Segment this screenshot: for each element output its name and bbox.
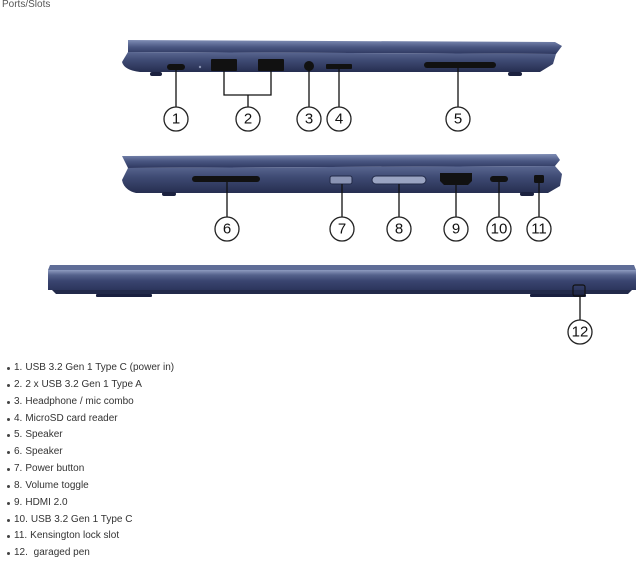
garaged-pen-slot xyxy=(572,284,586,297)
port-label: MicroSD card reader xyxy=(25,412,118,424)
port-list-item: 2.2 x USB 3.2 Gen 1 Type A xyxy=(6,377,174,394)
port-index: 1. xyxy=(14,362,23,373)
callout-1: 1 xyxy=(163,106,189,132)
left-foot-front xyxy=(150,72,162,76)
port-label: garaged pen xyxy=(30,547,90,559)
port-label: USB 3.2 Gen 1 Type C xyxy=(30,513,133,525)
port-label: Speaker xyxy=(25,429,63,441)
headphone-jack xyxy=(304,61,314,71)
port-label: Kensington lock slot xyxy=(30,530,120,542)
callout-11: 11 xyxy=(526,216,552,242)
microsd-slot xyxy=(326,64,352,69)
callout-3-number: 3 xyxy=(305,111,313,128)
callout-12-number: 12 xyxy=(572,324,589,341)
callout-12: 12 xyxy=(567,319,593,345)
usb-c-power-port xyxy=(167,64,185,70)
callout-4-number: 4 xyxy=(335,111,343,128)
callout-8-number: 8 xyxy=(395,221,403,238)
left-side-view xyxy=(122,40,562,76)
port-index: 8. xyxy=(14,479,23,491)
front-foot-left xyxy=(96,294,152,297)
front-lid-edge xyxy=(48,265,636,270)
port-label: Speaker xyxy=(25,446,63,458)
port-list-item: 10.USB 3.2 Gen 1 Type C xyxy=(6,512,174,529)
power-led xyxy=(198,65,202,69)
left-foot-rear xyxy=(508,72,522,76)
volume-rocker xyxy=(371,175,427,185)
hdmi-port xyxy=(440,173,472,185)
callout-5-number: 5 xyxy=(454,111,462,128)
right-side-view xyxy=(122,154,562,196)
port-label: USB 3.2 Gen 1 Type C (power in) xyxy=(25,362,175,373)
port-index: 4. xyxy=(14,412,23,424)
right-lid xyxy=(122,154,560,168)
port-label: HDMI 2.0 xyxy=(25,496,68,508)
right-foot-front xyxy=(162,192,176,196)
port-index: 2. xyxy=(14,378,23,390)
front-bottom xyxy=(52,290,632,294)
callout-9-number: 9 xyxy=(452,221,460,238)
callout-3: 3 xyxy=(296,106,322,132)
port-list: 1.USB 3.2 Gen 1 Type C (power in) 2.2 x … xyxy=(0,360,174,562)
left-speaker-grille xyxy=(424,62,496,68)
callout-8: 8 xyxy=(386,216,412,242)
port-list-item: 8.Volume toggle xyxy=(6,478,174,495)
port-index: 12. xyxy=(14,547,28,559)
power-button xyxy=(329,175,353,185)
port-label: 2 x USB 3.2 Gen 1 Type A xyxy=(25,378,142,390)
port-list-item: 4.MicroSD card reader xyxy=(6,411,174,428)
port-list-item: 3.Headphone / mic combo xyxy=(6,394,174,411)
callout-9: 9 xyxy=(443,216,469,242)
port-index: 6. xyxy=(14,446,23,458)
callout-4: 4 xyxy=(326,106,352,132)
port-list-item: 7.Power button xyxy=(6,461,174,478)
front-view xyxy=(48,265,636,297)
callout-7: 7 xyxy=(329,216,355,242)
port-label: Headphone / mic combo xyxy=(25,395,134,407)
port-list-item: 5.Speaker xyxy=(6,427,174,444)
port-index: 11. xyxy=(14,530,28,542)
port-list-item: 12. garaged pen xyxy=(6,545,174,562)
callout-10: 10 xyxy=(486,216,512,242)
laptop-side-views-diagram: 1 2 3 4 5 6 7 8 9 10 11 12 xyxy=(48,40,636,345)
callout-2: 2 xyxy=(235,106,261,132)
port-label: Power button xyxy=(25,463,85,475)
leader-lines xyxy=(175,68,581,320)
callout-6: 6 xyxy=(214,216,240,242)
callout-7-number: 7 xyxy=(338,221,346,238)
callout-11-number: 11 xyxy=(531,221,547,238)
right-speaker-grille xyxy=(192,176,260,182)
front-foot-right xyxy=(530,294,586,297)
port-list-item: 6.Speaker xyxy=(6,444,174,461)
callout-5: 5 xyxy=(445,106,471,132)
usb-a-port-1 xyxy=(211,59,237,71)
port-index: 3. xyxy=(14,395,23,407)
callout-2-number: 2 xyxy=(244,111,252,128)
port-label: Volume toggle xyxy=(25,479,89,491)
callout-6-number: 6 xyxy=(223,221,231,238)
port-index: 9. xyxy=(14,496,23,508)
left-lid xyxy=(128,40,562,54)
right-foot-rear xyxy=(520,192,534,196)
usb-a-port-2 xyxy=(258,59,284,71)
front-body xyxy=(48,270,636,290)
port-list-item: 1.USB 3.2 Gen 1 Type C (power in) xyxy=(6,360,175,377)
callout-1-number: 1 xyxy=(172,111,180,128)
port-index: 7. xyxy=(14,463,23,475)
port-list-item: 9.HDMI 2.0 xyxy=(6,495,174,512)
port-index: 10. xyxy=(14,513,28,525)
page-heading: Ports/Slots xyxy=(2,0,51,10)
usb-c-port xyxy=(490,176,508,182)
kensington-slot xyxy=(534,175,544,183)
callout-10-number: 10 xyxy=(491,221,508,238)
port-index: 5. xyxy=(14,429,23,441)
port-list-item: 11.Kensington lock slot xyxy=(6,528,174,545)
